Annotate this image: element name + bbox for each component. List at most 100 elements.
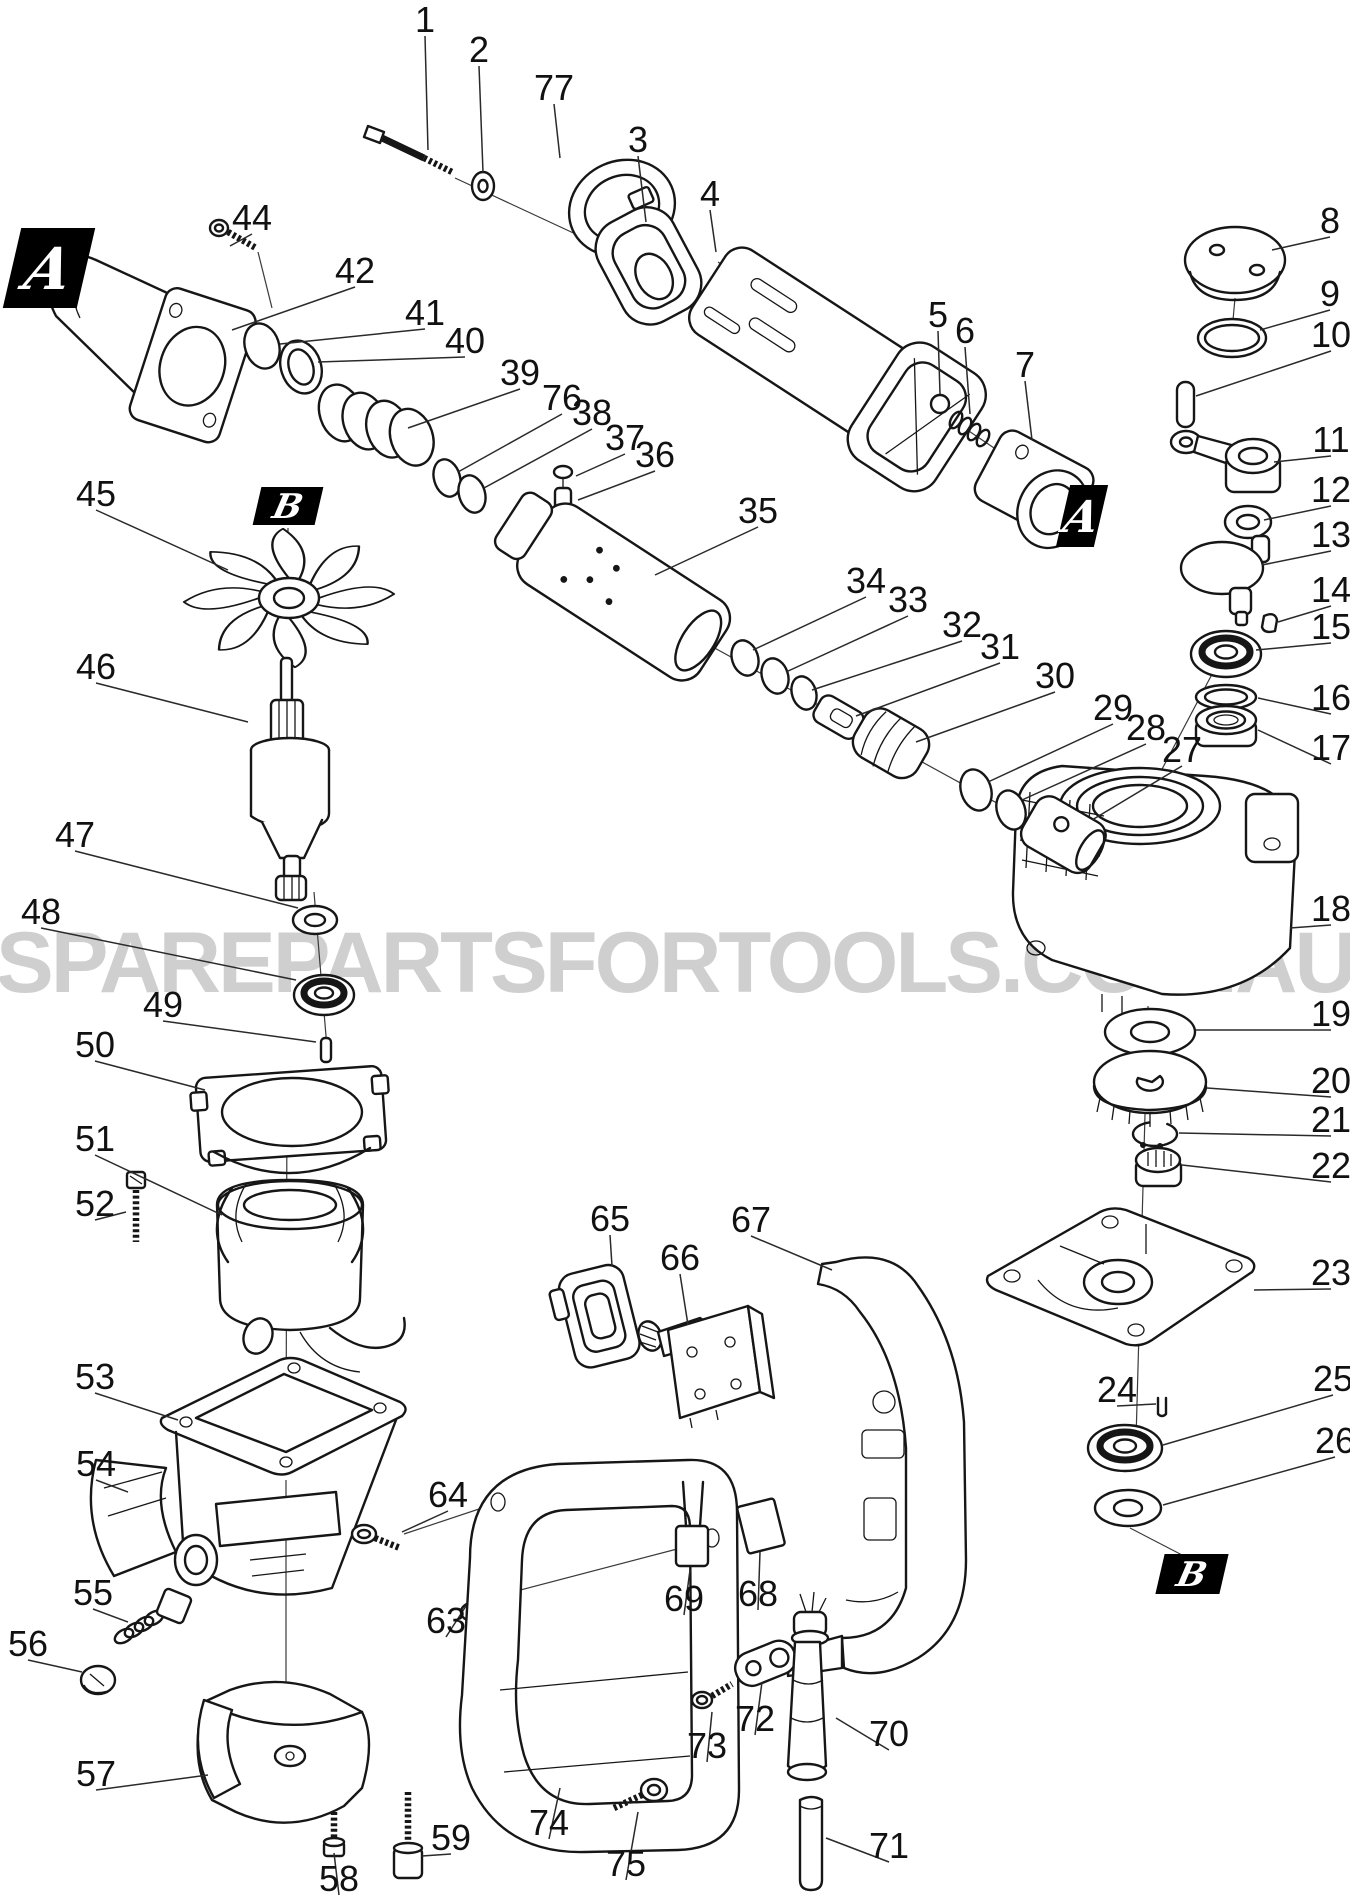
- part-14-key: [1260, 613, 1279, 634]
- part-number-label-47: 47: [55, 814, 95, 855]
- part-number-label-9: 9: [1320, 273, 1340, 314]
- part-number-label-55: 55: [73, 1572, 113, 1613]
- part-number-label-42: 42: [335, 250, 375, 291]
- part-number-label-19: 19: [1311, 993, 1350, 1034]
- part-number-label-32: 32: [942, 604, 982, 645]
- part-number-label-4: 4: [700, 173, 720, 214]
- part-number-label-69: 69: [664, 1578, 704, 1619]
- leader-line-11: [1273, 455, 1332, 463]
- part-number-label-75: 75: [606, 1843, 646, 1884]
- part-59-bolt: [392, 1792, 424, 1880]
- part-number-label-10: 10: [1311, 314, 1350, 355]
- leader-line-54: [95, 1479, 129, 1493]
- part-number-label-7: 7: [1015, 344, 1035, 385]
- part-number-label-2: 2: [469, 29, 489, 70]
- leader-line-16: [1257, 697, 1332, 715]
- marker-box: [252, 487, 324, 525]
- part-39-bellows: [317, 383, 435, 467]
- part-12-bearing: [1223, 504, 1273, 540]
- part-11-crank-arm: [1169, 429, 1282, 494]
- marker-box: [1055, 485, 1109, 547]
- leader-line-21: [1178, 1132, 1332, 1137]
- part-52-screw: [125, 1170, 147, 1242]
- leader-line-58: [333, 1852, 340, 1896]
- part-33-ring: [760, 657, 790, 695]
- part-number-label-37: 37: [605, 417, 645, 458]
- part-8-cap: [1183, 225, 1287, 302]
- leader-line-69: [683, 1569, 691, 1616]
- leader-line-8: [1271, 236, 1331, 251]
- section-marker-b-2: B: [252, 487, 324, 527]
- leader-line-29: [987, 723, 1114, 783]
- part-number-label-14: 14: [1311, 569, 1350, 610]
- part-number-label-35: 35: [738, 490, 778, 531]
- part-2-washer: [470, 170, 496, 202]
- part-75-screw: [612, 1777, 669, 1811]
- part-number-label-65: 65: [590, 1198, 630, 1239]
- part-number-label-74: 74: [529, 1802, 569, 1843]
- part-number-label-31: 31: [980, 626, 1020, 667]
- part-number-label-57: 57: [76, 1753, 116, 1794]
- leader-line-12: [1263, 505, 1332, 521]
- part-5-ball: [929, 393, 951, 415]
- leader-line-18: [1289, 924, 1332, 929]
- leader-line-33: [785, 615, 909, 673]
- part-17-bearing-retainer: [1194, 704, 1258, 748]
- part-13-crank-cam: [1179, 534, 1271, 627]
- part-38-ring: [457, 474, 487, 514]
- part-number-label-17: 17: [1311, 727, 1350, 768]
- leader-line-39: [407, 388, 521, 429]
- leader-line-74: [548, 1787, 561, 1840]
- part-19-washer: [1103, 1007, 1197, 1057]
- part-55-brush-spring: [113, 1587, 193, 1645]
- part-73-screw: [690, 1681, 734, 1710]
- part-number-label-34: 34: [846, 560, 886, 601]
- leader-line-7: [1024, 380, 1033, 441]
- part-35-cylinder: [493, 491, 732, 682]
- part-50-baffle-plate: [189, 1065, 390, 1175]
- part-70-cord-guard: [786, 1591, 830, 1782]
- leader-line-32: [811, 640, 963, 691]
- leader-line-2: [478, 65, 484, 173]
- leader-line-40: [317, 356, 466, 363]
- leader-line-4: [709, 209, 717, 253]
- leader-line-41: [279, 328, 426, 345]
- part-number-label-59: 59: [431, 1817, 471, 1858]
- leader-line-72: [754, 1681, 763, 1736]
- leader-line-25: [1162, 1394, 1334, 1446]
- part-27-piston: [1019, 795, 1107, 875]
- leader-line-70: [835, 1717, 890, 1751]
- leader-line-51: [94, 1154, 223, 1216]
- part-66-switch: [637, 1304, 776, 1429]
- leader-line-44: [229, 233, 253, 247]
- part-number-label-54: 54: [76, 1443, 116, 1484]
- part-number-label-8: 8: [1320, 200, 1340, 241]
- part-37-pin: [552, 464, 574, 488]
- exploded-parts-art: [47, 124, 1300, 1892]
- part-15-ball-bearing: [1189, 629, 1263, 679]
- part-30-striker: [851, 707, 931, 780]
- part-23-housing-plate: [985, 1207, 1256, 1347]
- part-number-label-68: 68: [738, 1573, 778, 1614]
- part-6-spring: [948, 410, 991, 448]
- part-number-label-64: 64: [428, 1474, 468, 1515]
- section-marker-a-0: A: [2, 228, 96, 308]
- part-number-label-58: 58: [319, 1858, 359, 1897]
- part-20-gear: [1092, 1049, 1208, 1127]
- leader-line-24: [1116, 1403, 1157, 1407]
- marker-box: [1155, 1554, 1229, 1594]
- part-number-label-24: 24: [1097, 1369, 1137, 1410]
- part-number-label-28: 28: [1126, 707, 1166, 748]
- part-74-side-handle: [458, 1458, 741, 1854]
- part-21-snap-ring: [1131, 1120, 1179, 1149]
- part-number-label-40: 40: [445, 320, 485, 361]
- part-4-barrel: [688, 246, 987, 493]
- part-64-screw: [350, 1523, 402, 1552]
- part-56-brush-cap: [79, 1664, 117, 1696]
- part-number-label-11: 11: [1312, 419, 1349, 460]
- part-69-capacitor: [674, 1480, 710, 1568]
- part-29-ring: [959, 768, 993, 812]
- part-53-motor-housing: [159, 1356, 407, 1596]
- marker-box: [2, 228, 96, 308]
